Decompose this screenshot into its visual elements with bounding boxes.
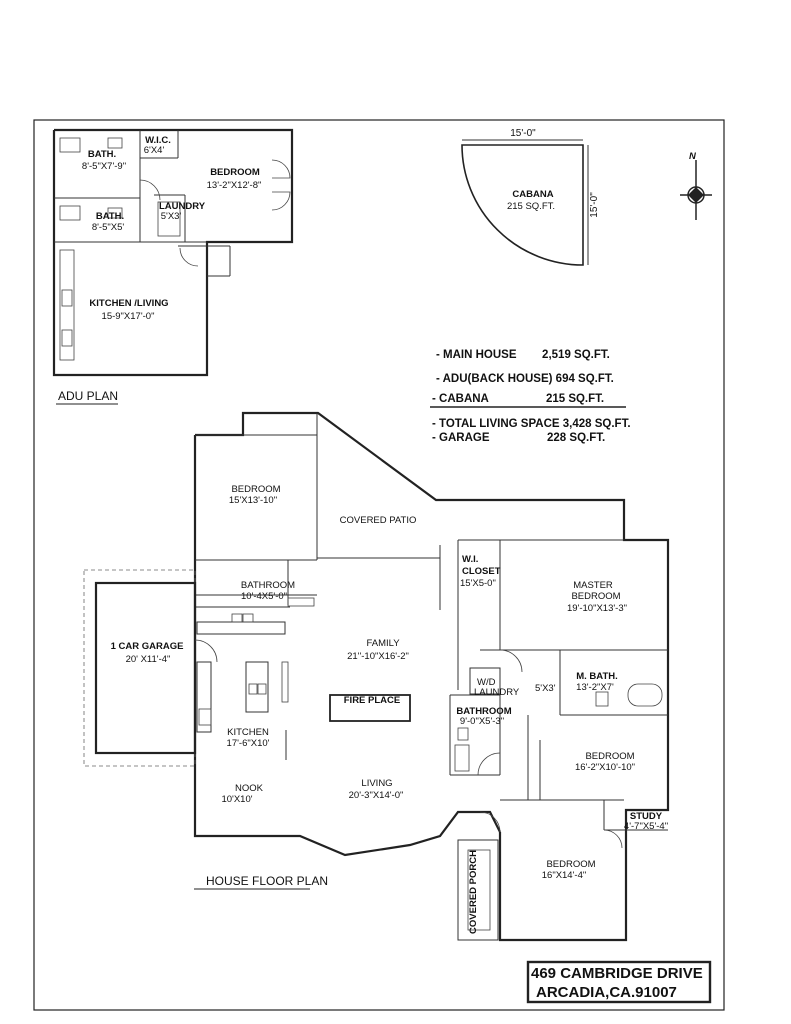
sheet-border [33,119,725,1011]
house-bathroom1-size: 10'-4X5'-0" [241,591,287,602]
house-plan [83,411,670,942]
house-bathroom2-name: BATHROOM [456,706,511,717]
adu-wic-name: W.I.C. [145,135,171,146]
adu-plan [52,128,294,377]
address-line2: ARCADIA,CA.91007 [536,984,677,1001]
adu-bath1-size: 8'-5"X7'-9" [82,161,126,172]
house-covered-patio: COVERED PATIO [340,515,417,526]
house-master-name2: BEDROOM [571,591,620,602]
adu-kitchen-size: 15-9"X17'-0" [102,311,155,322]
adu-plan-title: ADU PLAN [58,389,118,403]
adu-bedroom-name: BEDROOM [210,167,260,178]
north-label: N [689,151,697,162]
house-master-name1: MASTER [573,580,613,591]
house-fireplace: FIRE PLACE [344,695,400,706]
house-garage-name: 1 CAR GARAGE [111,641,184,652]
cabana-area: 215 SQ.FT. [507,201,555,212]
house-family-size: 21''-10"X16'-2" [347,651,409,662]
house-wi-closet-name2: CLOSET [462,566,501,577]
house-wi-closet-name1: W.I. [462,554,478,565]
house-small-closet: 5'X3' [535,683,556,694]
address-box [526,960,712,1004]
house-mbath-name: M. BATH. [576,671,618,682]
house-garage-size: 20' X11'-4" [126,654,171,665]
house-master-size: 19'-10"X13'-3" [567,603,627,614]
adu-bedroom-size: 13'-2"X12'-8" [207,180,262,191]
summary-garage: - GARAGE 228 SQ.FT. [432,432,605,444]
house-covered-porch: COVERED PORCH [468,850,479,934]
house-study-name: STUDY [630,811,663,822]
house-bedroom1-size: 15'X13'-10" [229,495,277,506]
house-bedroom3-size: 16"X14'-4" [542,870,586,881]
cabana-height-dim: 15'-0" [589,192,600,218]
house-nook-size: 10'X10' [221,794,252,805]
adu-bath1-name: BATH. [88,149,116,160]
house-family-name: FAMILY [366,638,400,649]
adu-bath2-name: BATH. [96,211,124,222]
house-wd: W/D [477,677,496,688]
cabana-shape [461,139,589,266]
house-bedroom1-name: BEDROOM [231,484,280,495]
summary-main-house: - MAIN HOUSE 2,519 SQ.FT. [436,349,610,361]
house-plan-title: HOUSE FLOOR PLAN [206,874,328,888]
cabana-width-dim: 15'-0" [510,128,536,139]
summary-adu: - ADU(BACK HOUSE) 694 SQ.FT. [436,373,614,385]
house-study-size: 4'-7"X5'-4" [624,821,668,832]
adu-kitchen-name: KITCHEN /LIVING [89,298,168,309]
adu-wic-size: 6'X4' [144,145,165,156]
house-bedroom3-name: BEDROOM [546,859,595,870]
house-bedroom2-size: 16'-2"X10'-10" [575,762,635,773]
house-wi-closet-size: 15'X5-0" [460,578,496,589]
north-arrow-icon [680,160,712,220]
house-bathroom2-size: 9'-0"X5'-3" [460,716,504,727]
house-kitchen-size: 17'-6"X10' [227,738,270,749]
summary-total: - TOTAL LIVING SPACE 3,428 SQ.FT. [432,418,631,430]
house-laundry: LAUNDRY [474,687,520,698]
house-bedroom2-name: BEDROOM [585,751,634,762]
adu-bath2-size: 8'-5"X5' [92,222,125,233]
house-living-name: LIVING [361,778,392,789]
summary-cabana: - CABANA 215 SQ.FT. [432,393,604,405]
address-line1: 469 CAMBRIDGE DRIVE [531,965,703,982]
house-bathroom1-name: BATHROOM [241,580,295,591]
cabana-name: CABANA [512,189,553,200]
house-nook-name: NOOK [235,783,264,794]
house-mbath-size: 13'-2"X7' [576,682,614,693]
adu-laundry-name: LAUNDRY [159,201,206,212]
house-kitchen-name: KITCHEN [227,727,269,738]
house-living-size: 20'-3"X14'-0" [349,790,404,801]
adu-laundry-size: 5'X3' [161,211,182,222]
